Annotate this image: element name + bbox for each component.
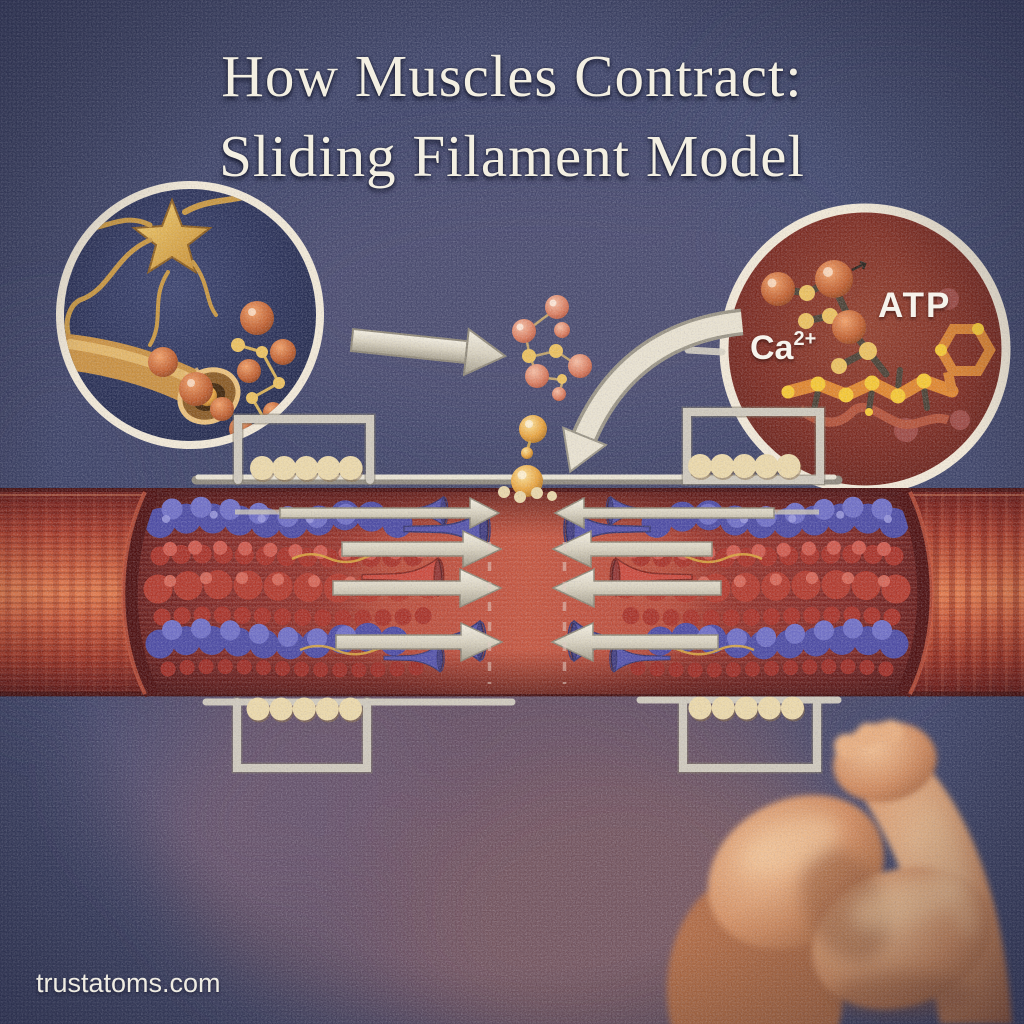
calcium-charge-superscript: 2+ <box>793 328 817 350</box>
watermark-website: trustatoms.com <box>36 968 221 998</box>
title-line-1: How Muscles Contract: <box>221 43 803 109</box>
calcium-label: Ca2+ <box>750 328 816 368</box>
title-line-2: Sliding Filament Model <box>219 123 805 189</box>
atp-label: ATP <box>878 286 952 325</box>
calcium-symbol: Ca <box>750 329 794 367</box>
